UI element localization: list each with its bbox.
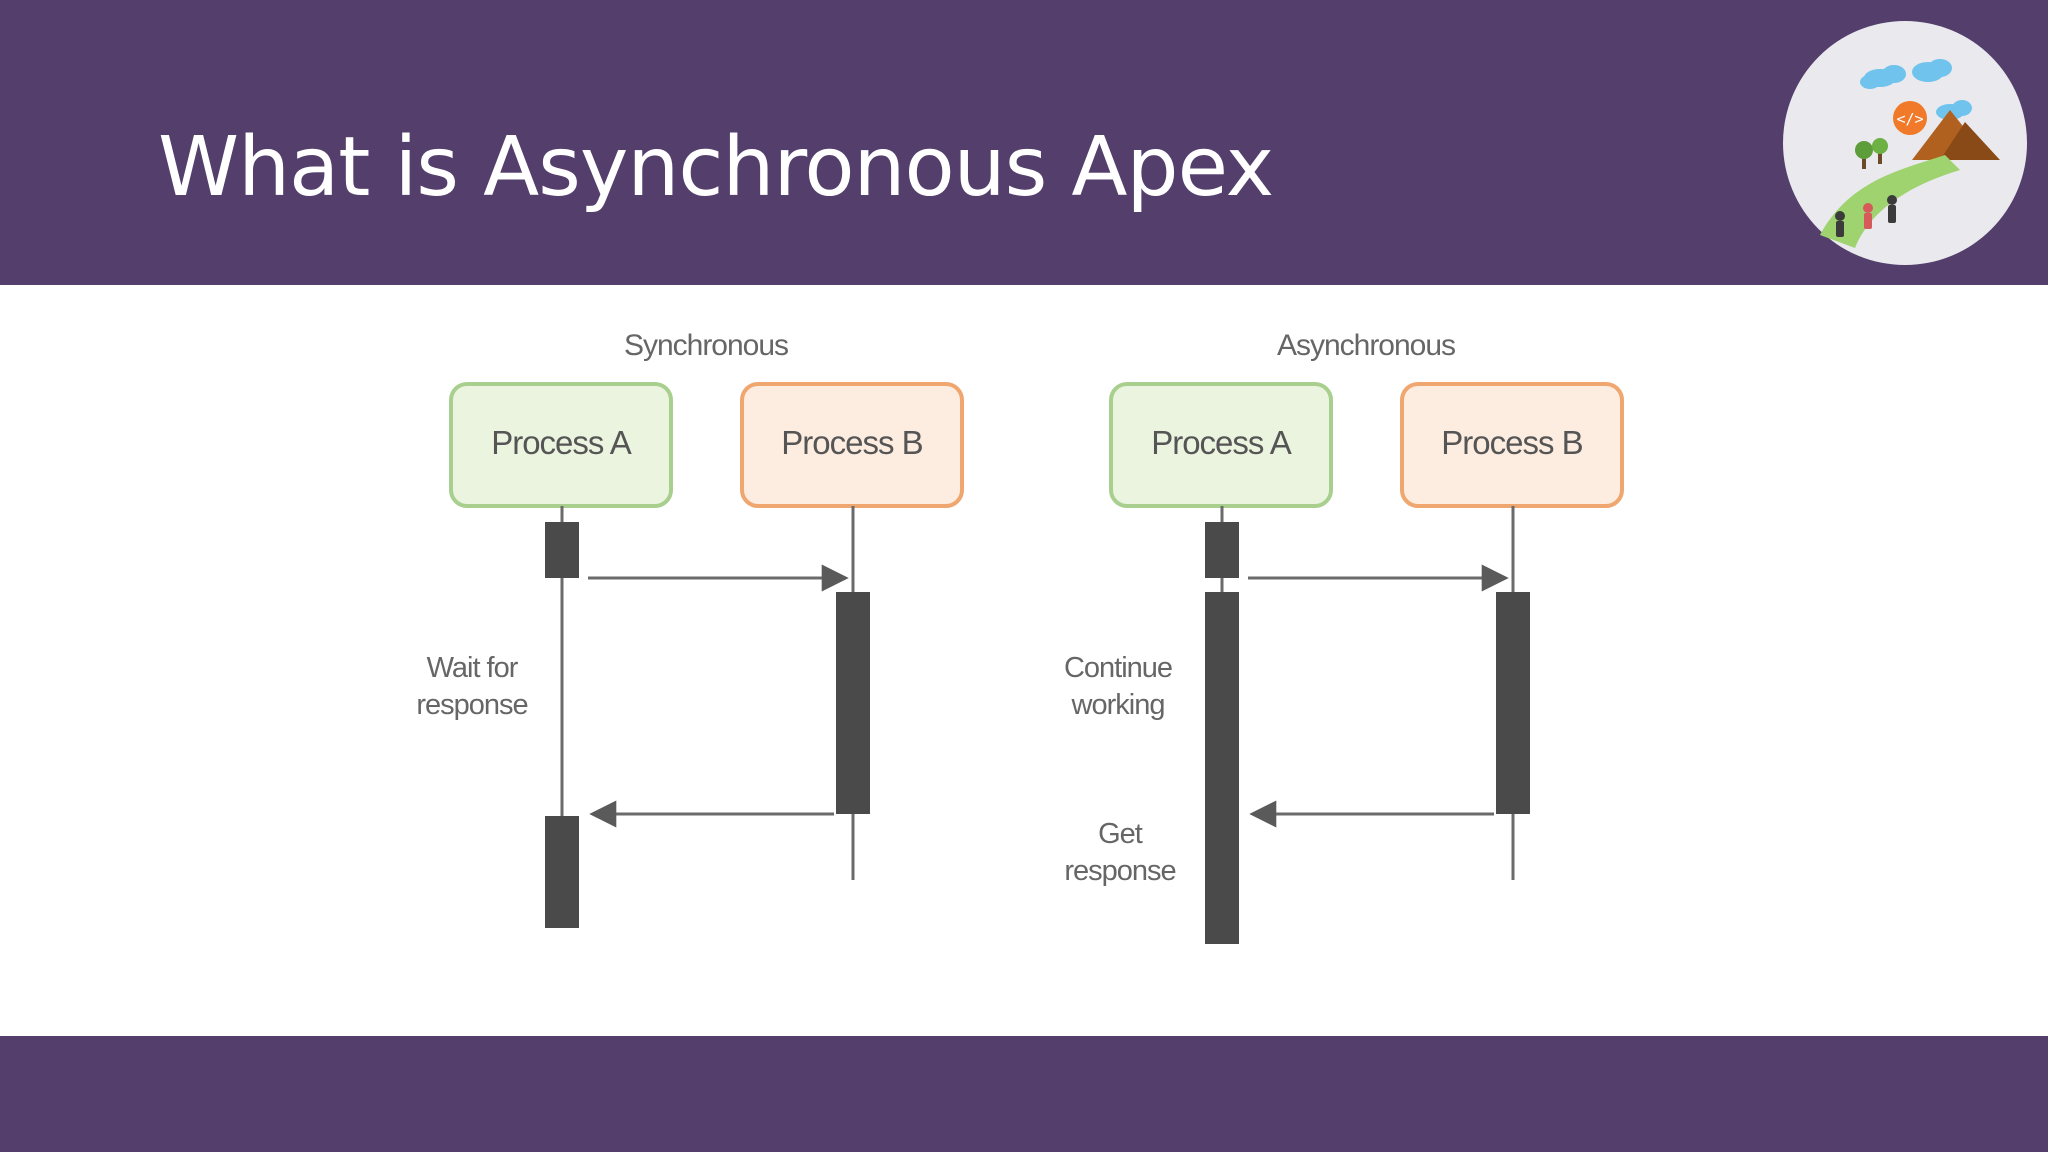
developer-trail-logo-icon: </> xyxy=(1783,21,2027,265)
async-diagram: Asynchronous Process A Process B Continu… xyxy=(1064,329,1624,944)
sync-vs-async-diagram: Synchronous Process A Process B Wait for… xyxy=(416,329,1624,944)
async-process-b-label: Process B xyxy=(1441,424,1582,461)
sync-activation-a-1 xyxy=(545,522,579,578)
footer-banner xyxy=(0,1036,2048,1152)
async-note2-line2: response xyxy=(1064,855,1175,887)
async-note1-line1: Continue xyxy=(1064,652,1172,684)
sync-note-line1: Wait for xyxy=(427,652,519,684)
sync-diagram: Synchronous Process A Process B Wait for… xyxy=(416,329,964,928)
slide-title: What is Asynchronous Apex xyxy=(158,120,1274,215)
sync-activation-a-2 xyxy=(545,816,579,928)
async-note1-line2: working xyxy=(1071,689,1165,721)
async-activation-b xyxy=(1496,592,1530,814)
async-title: Asynchronous xyxy=(1277,329,1455,362)
sync-activation-b xyxy=(836,592,870,814)
logo-badge-text: </> xyxy=(1896,110,1923,128)
async-activation-a-1 xyxy=(1205,522,1239,578)
sync-process-a-label: Process A xyxy=(491,424,632,461)
async-note2-line1: Get xyxy=(1098,818,1143,850)
sync-title: Synchronous xyxy=(624,329,788,362)
async-activation-a-2 xyxy=(1205,592,1239,944)
sync-note-line2: response xyxy=(416,689,527,721)
title-banner: What is Asynchronous Apex </> xyxy=(0,0,2048,285)
async-process-a-label: Process A xyxy=(1151,424,1292,461)
sync-process-b-label: Process B xyxy=(781,424,922,461)
